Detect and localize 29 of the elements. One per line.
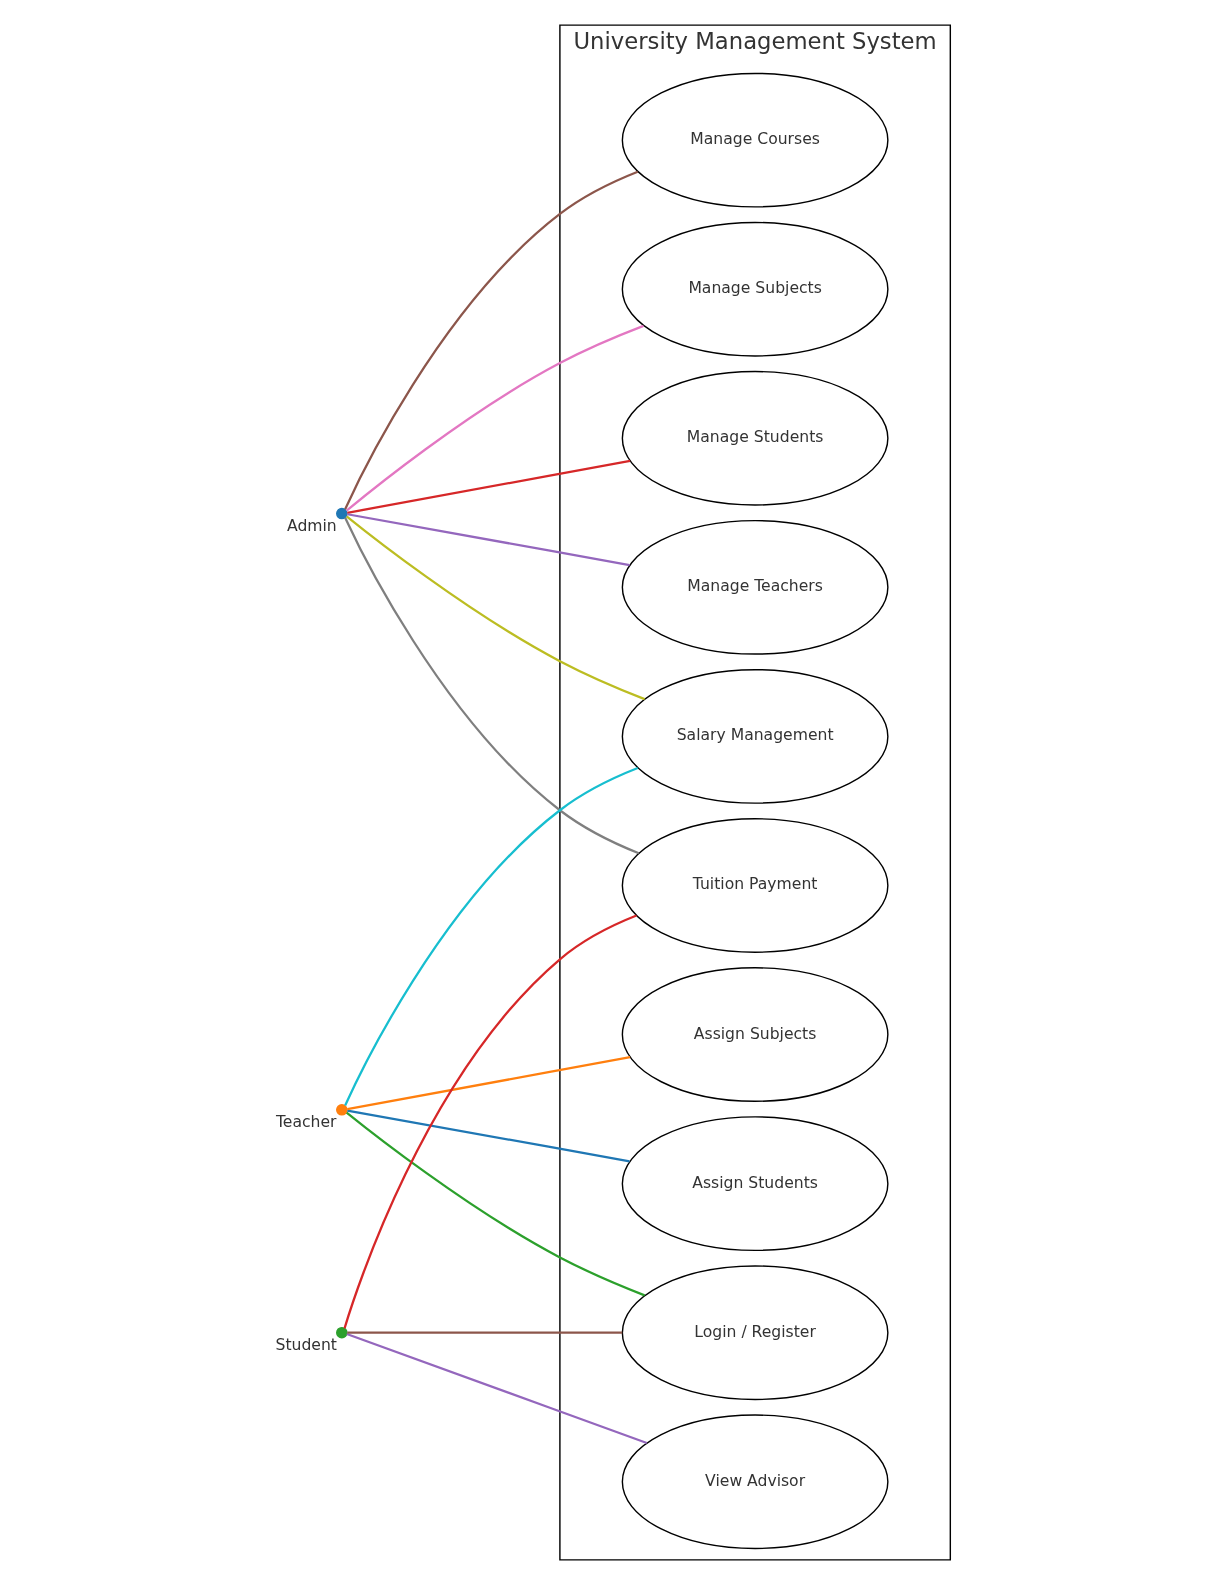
node-ellipse: Assign Subjects <box>621 967 889 1102</box>
connector <box>345 1111 645 1297</box>
connector <box>346 1056 630 1111</box>
connector <box>343 170 638 510</box>
node-circle <box>335 507 348 520</box>
node-ellipse: Tuition Payment <box>621 818 889 953</box>
connector <box>343 517 639 855</box>
node-label: Student <box>274 1336 337 1355</box>
node-circle <box>335 1326 348 1339</box>
connector <box>346 1109 630 1163</box>
connector <box>345 324 644 512</box>
node-ellipse: Manage Subjects <box>621 221 889 357</box>
node-label: Teacher <box>275 1113 336 1132</box>
node-ellipse: Manage Teachers <box>621 519 889 655</box>
connector <box>343 767 638 1107</box>
connector <box>345 1332 647 1444</box>
node-label: Admin <box>286 517 337 536</box>
node-ellipse: Manage Students <box>621 370 889 506</box>
node-ellipse: Salary Management <box>621 669 889 804</box>
connector <box>346 1331 622 1334</box>
node-ellipse: Assign Students <box>621 1116 889 1252</box>
node-ellipse: Manage Courses <box>621 72 889 208</box>
connector <box>342 914 637 1329</box>
connector <box>346 459 630 514</box>
node-ellipse: View Advisor <box>621 1414 889 1550</box>
connector <box>345 515 645 701</box>
connector <box>346 513 630 567</box>
node-ellipse: Login / Register <box>621 1265 889 1401</box>
node-circle <box>335 1104 348 1116</box>
